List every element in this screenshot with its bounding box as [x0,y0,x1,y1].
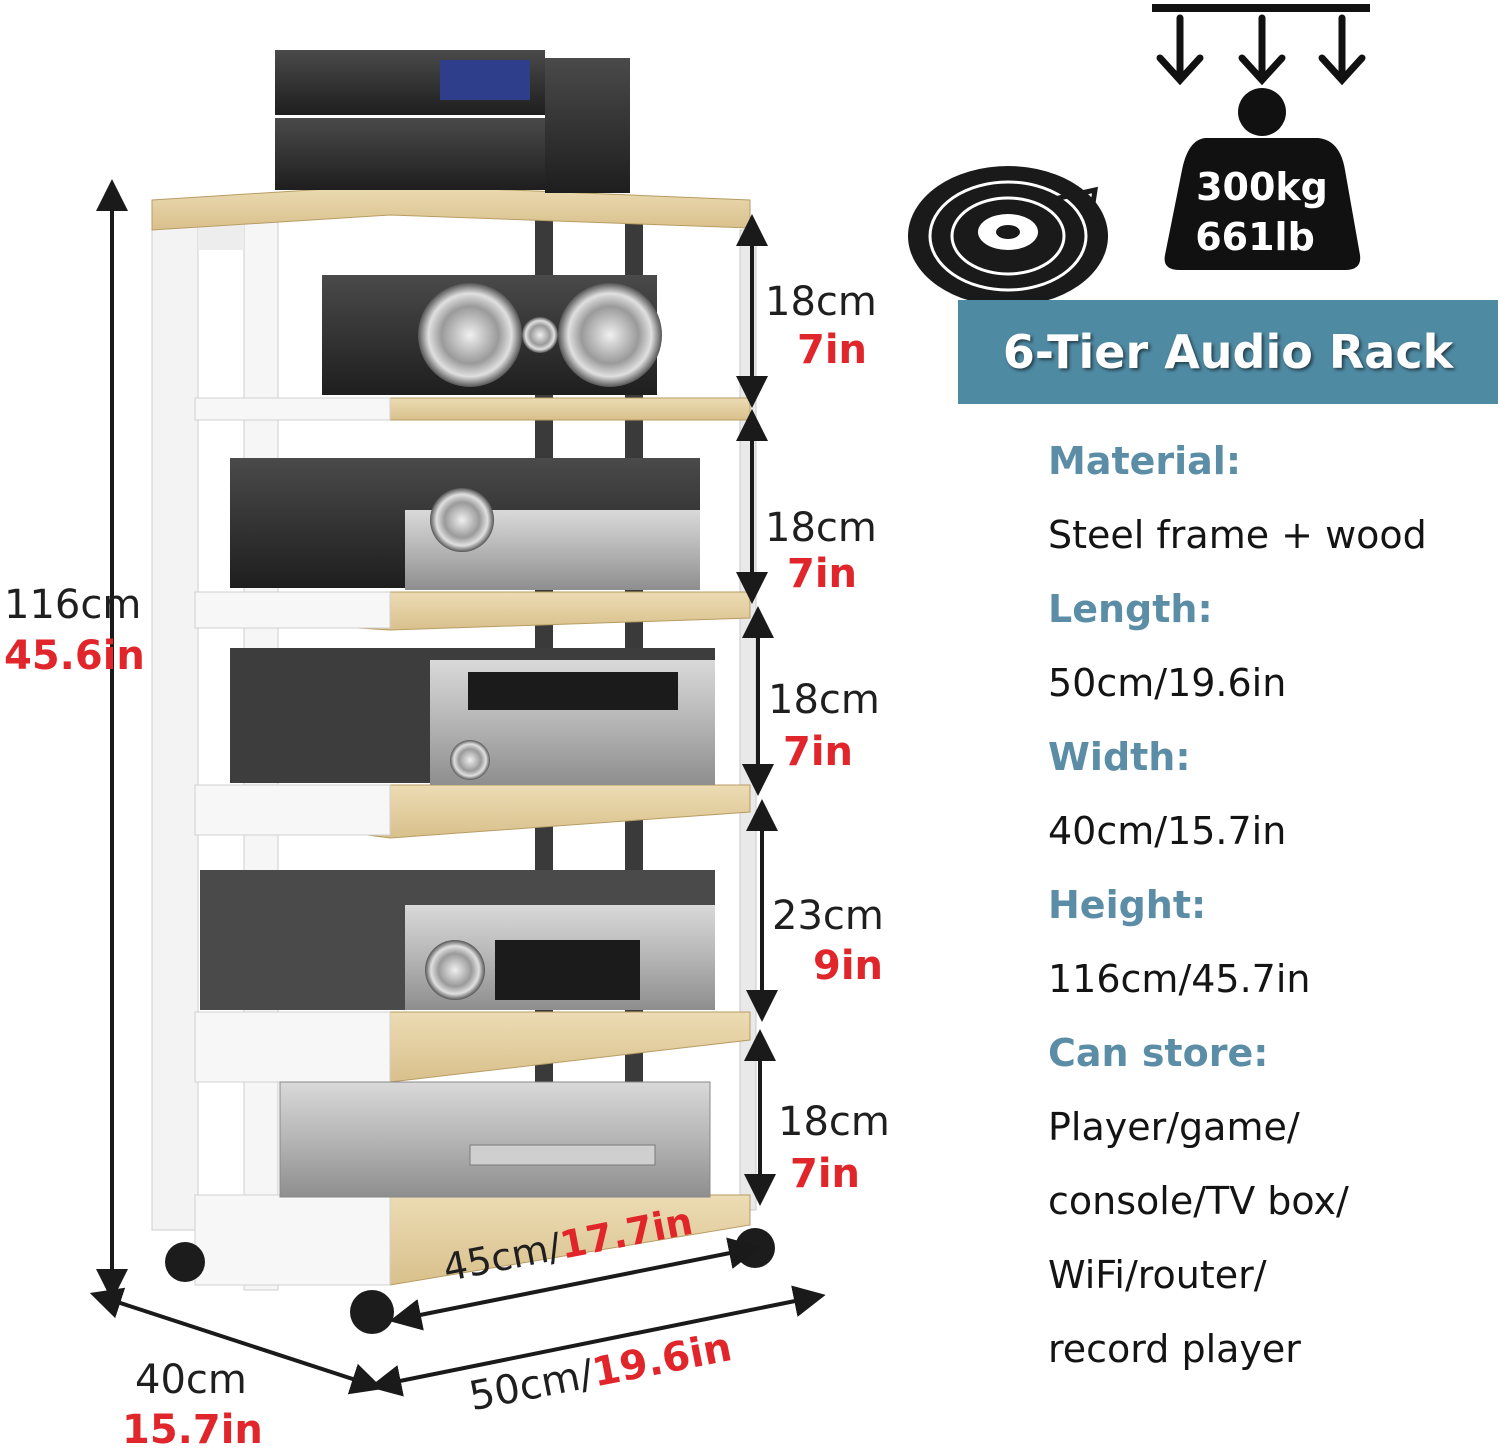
store-line: record player [1048,1327,1301,1371]
weight-lb: 661lb [1195,215,1315,259]
tier-1-height-cm: 18cm [765,279,877,325]
tier-3-height-in: 7in [783,729,854,775]
title-banner: 6-Tier Audio Rack [958,300,1498,404]
hifi-stack [275,50,630,193]
height-spec-label: Height: [1048,883,1207,927]
store-label: Can store: [1048,1031,1269,1075]
length-spec-label: Length: [1048,587,1213,631]
weight-icon [1152,4,1370,270]
center-speaker [322,275,662,395]
arrow-down-icon [1156,14,1366,86]
amplifier-2 [200,870,715,1010]
tier-2-height-in: 7in [787,551,858,597]
total-height-cm: 116cm [4,582,142,628]
store-line: Player/game/ [1048,1105,1300,1149]
length-spec-value: 50cm/19.6in [1048,661,1287,705]
tier-5-height-in: 7in [790,1151,861,1197]
record-icon [908,166,1108,306]
tier-4-height-cm: 23cm [772,893,884,939]
tier-3-height-cm: 18cm [768,677,880,723]
media-box [279,1081,711,1198]
product-title: 6-Tier Audio Rack [1002,325,1454,379]
tier-5-height-cm: 18cm [778,1099,890,1145]
store-line: console/TV box/ [1048,1179,1349,1223]
tier-1-height-in: 7in [797,327,868,373]
depth-cm: 40cm [135,1357,247,1403]
material-value: Steel frame + wood [1048,513,1427,557]
width-spec-value: 40cm/15.7in [1048,809,1287,853]
total-height-in: 45.6in [4,633,145,679]
store-line: WiFi/router/ [1048,1253,1267,1297]
tier-2-height-cm: 18cm [765,505,877,551]
height-spec-value: 116cm/45.7in [1048,957,1311,1001]
weight-kg: 300kg [1196,165,1328,209]
material-label: Material: [1048,439,1242,483]
amplifier-1 [230,458,700,590]
dimension-lines [89,179,826,1397]
width-spec-label: Width: [1048,735,1191,779]
tier-4-height-in: 9in [813,943,884,989]
depth-in: 15.7in [122,1407,263,1453]
receiver [230,648,715,785]
